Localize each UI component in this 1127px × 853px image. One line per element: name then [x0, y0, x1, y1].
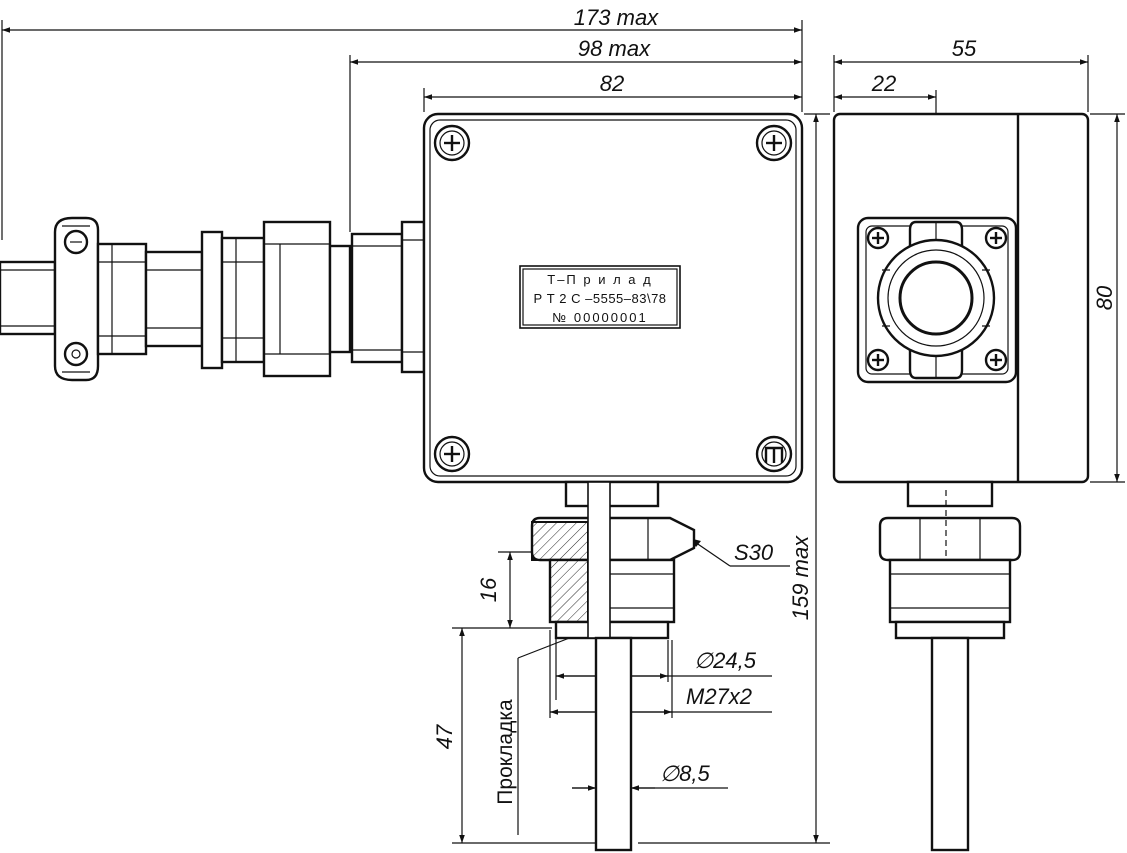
screw-top-right — [755, 124, 793, 162]
dim-s30-label: S30 — [734, 540, 774, 565]
dim-82-label: 82 — [600, 71, 624, 96]
dimension-55: 55 — [833, 36, 1089, 112]
nameplate-line3: № 00000001 — [552, 310, 647, 325]
connector-screw-bottom — [63, 341, 89, 367]
dim-80-label: 80 — [1092, 285, 1117, 310]
dimension-s30: S30 — [688, 537, 790, 567]
screw-top-left — [433, 124, 471, 162]
dim-8-5-label: ∅8,5 — [660, 761, 711, 786]
side-screw-tl — [866, 226, 890, 250]
dimension-47: 47 — [432, 627, 596, 844]
dimension-24-5: ∅24,5 — [555, 636, 772, 700]
side-screw-br — [984, 348, 1008, 372]
dimension-82: 82 — [423, 71, 802, 112]
housing-front: Т–П р и л а д Р Т 2 С –5555–83\78 № 0000… — [422, 112, 804, 852]
housing-side — [832, 112, 1090, 852]
gasket-label: Прокладка — [494, 699, 517, 805]
dim-24-5-label: ∅24,5 — [694, 648, 757, 673]
connector-assembly — [0, 216, 426, 382]
dim-16-label: 16 — [476, 577, 501, 602]
nameplate-line1: Т–П р и л а д — [547, 272, 652, 287]
sensor-fitting-side — [878, 480, 1022, 852]
dim-55-label: 55 — [952, 36, 977, 61]
side-screw-bl — [866, 348, 890, 372]
nameplate: Т–П р и л а д Р Т 2 С –5555–83\78 № 0000… — [519, 265, 681, 329]
gasket-leader: Прокладка — [494, 636, 573, 835]
nameplate-line2: Р Т 2 С –5555–83\78 — [533, 291, 666, 306]
dim-159-label: 159 max — [788, 535, 813, 620]
logo-mark — [755, 435, 793, 473]
dimension-98: 98 max — [349, 36, 802, 232]
dimension-173: 173 max — [1, 5, 803, 240]
dim-m27-label: M27x2 — [686, 684, 752, 709]
sensor-fitting-front — [530, 480, 696, 852]
dim-173-label: 173 max — [574, 5, 659, 30]
dim-47-label: 47 — [432, 724, 457, 749]
screw-bottom-left — [433, 435, 471, 473]
dim-98-label: 98 max — [578, 36, 651, 61]
side-screw-tr — [984, 226, 1008, 250]
dimension-16: 16 — [476, 551, 536, 628]
dimension-8-5: ∅8,5 — [572, 761, 728, 791]
dimension-159: 159 max — [638, 113, 830, 844]
dimension-m27: M27x2 — [549, 630, 772, 718]
dimension-80: 80 — [1090, 113, 1125, 483]
dim-22-label: 22 — [871, 71, 896, 96]
